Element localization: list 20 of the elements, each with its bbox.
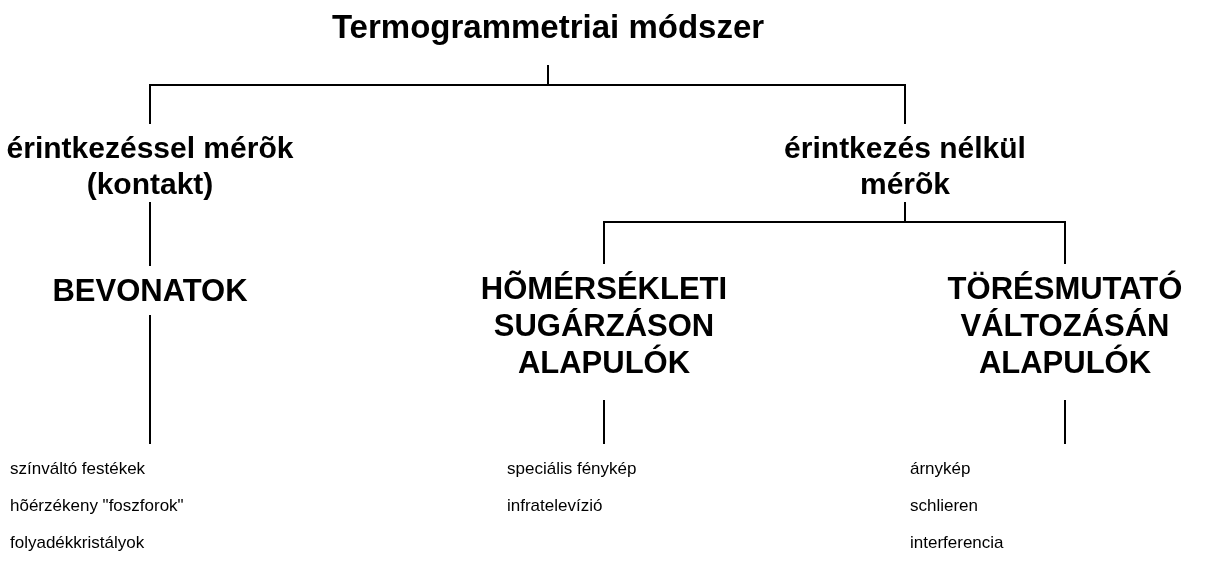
list-item: infratelevízió bbox=[507, 495, 603, 517]
group-label: BEVONATOK bbox=[10, 272, 290, 309]
list-item: színváltó festékek bbox=[10, 458, 146, 480]
group-label: TÖRÉSMUTATÓ VÁLTOZÁSÁN ALAPULÓK bbox=[925, 270, 1205, 381]
list-item: folyadékkristályok bbox=[10, 532, 145, 554]
list-item: interferencia bbox=[910, 532, 1004, 554]
list-item: hõérzékeny "foszforok" bbox=[10, 495, 184, 517]
group-label: HÕMÉRSÉKLETI SUGÁRZÁSON ALAPULÓK bbox=[464, 270, 744, 381]
connector-line bbox=[149, 201, 151, 267]
category-label: érintkezéssel mérõk (kontakt) bbox=[5, 130, 295, 202]
connector-line bbox=[1064, 399, 1066, 445]
list-item: schlieren bbox=[910, 495, 979, 517]
list-item: speciális fénykép bbox=[507, 458, 637, 480]
connector-line bbox=[603, 399, 605, 445]
list-item: árnykép bbox=[910, 458, 971, 480]
connector-line bbox=[547, 64, 906, 125]
category-label: érintkezés nélkül mérõk bbox=[760, 130, 1050, 202]
connector-line bbox=[149, 314, 151, 445]
title-heading: Termogrammetriai módszer bbox=[248, 8, 848, 46]
connector-line bbox=[904, 201, 1066, 265]
